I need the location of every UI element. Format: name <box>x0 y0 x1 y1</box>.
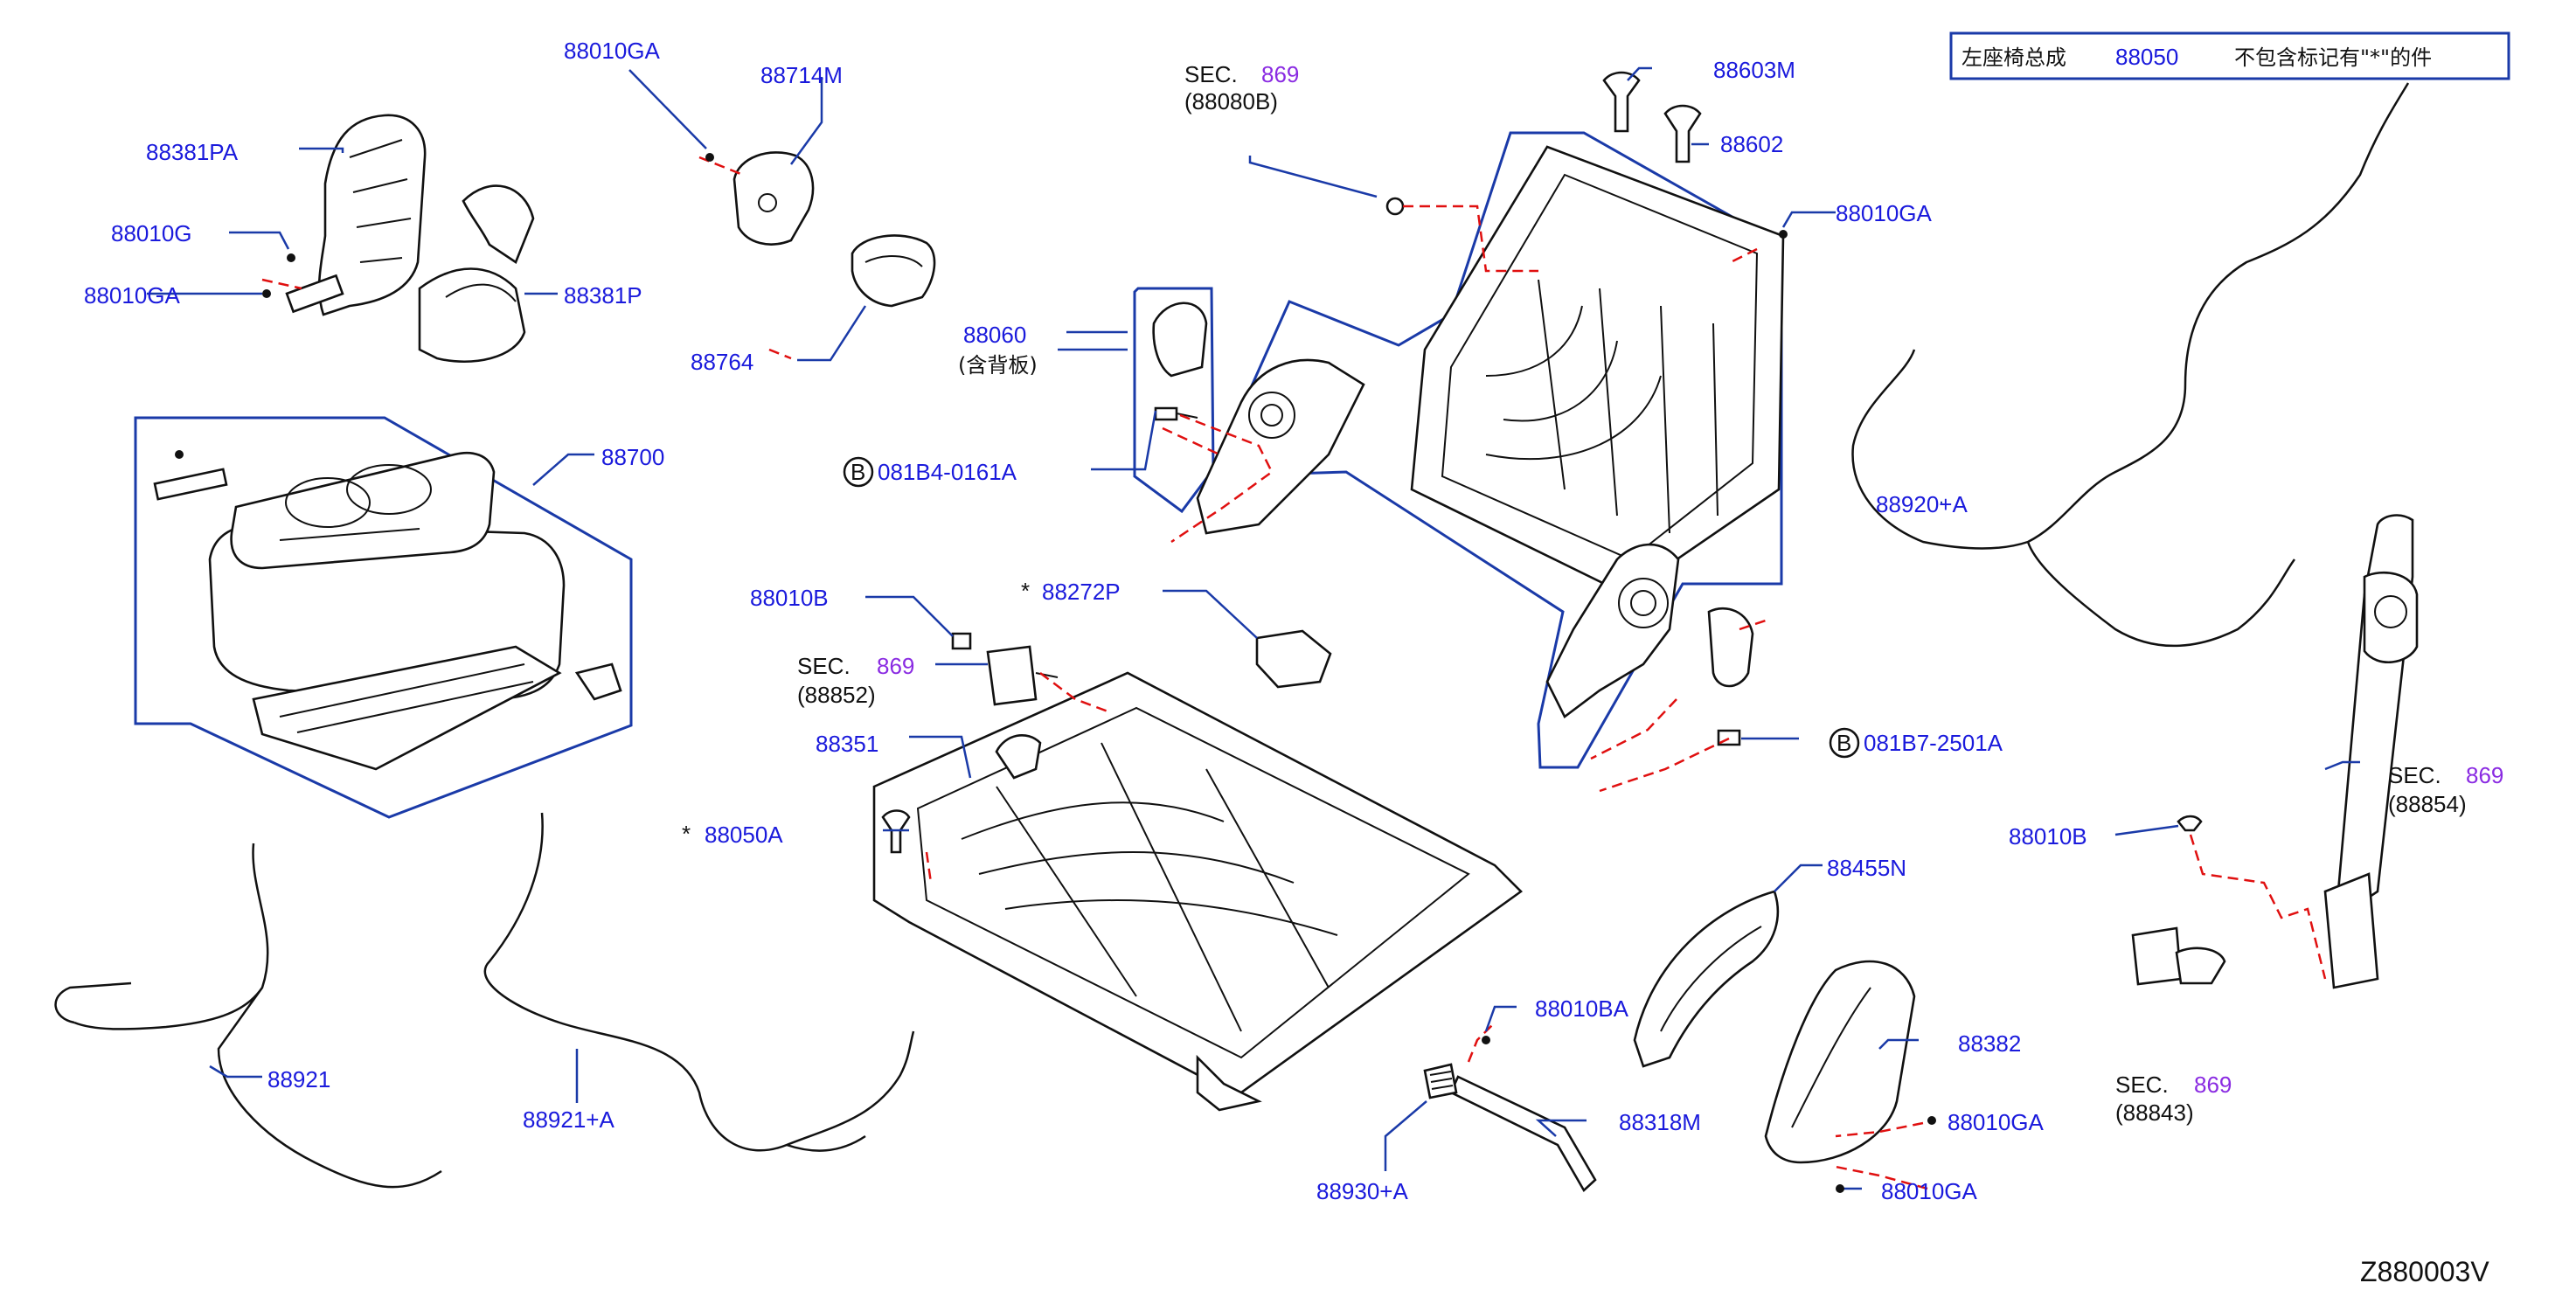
label-sec1-num[interactable]: 869 <box>1261 61 1299 87</box>
leader-lines <box>147 66 2360 1190</box>
asterisk-88272p: * <box>1021 578 1030 604</box>
nut-88080b <box>1385 197 1405 216</box>
side-cover-88381p[interactable] <box>418 184 535 364</box>
label-88010ba[interactable]: 88010BA <box>1535 995 1629 1022</box>
label-88921[interactable]: 88921 <box>267 1066 330 1092</box>
label-88381pa[interactable]: 88381PA <box>146 139 239 165</box>
asterisk-88050a: * <box>682 821 691 847</box>
bolt-88010b-mid[interactable] <box>951 632 972 650</box>
bolt-marker-081b7: B <box>1829 727 1860 759</box>
label-88010ga-right[interactable]: 88010GA <box>1836 200 1933 226</box>
label-88714m[interactable]: 88714M <box>760 62 843 88</box>
bolt-marker-letter-2: B <box>1837 730 1851 756</box>
label-88010ga-top[interactable]: 88010GA <box>564 38 661 64</box>
label-88272p[interactable]: 88272P <box>1042 579 1121 605</box>
legend-assembly-name: 左座椅总成 <box>1962 45 2066 70</box>
label-88455n[interactable]: 88455N <box>1827 855 1906 881</box>
label-88010ga-left[interactable]: 88010GA <box>84 282 181 309</box>
label-081b4-0161a[interactable]: 081B4-0161A <box>878 459 1017 485</box>
label-sec3-ref: (88854) <box>2388 791 2467 817</box>
label-88010g[interactable]: 88010G <box>111 220 192 246</box>
label-88010b-mid[interactable]: 88010B <box>750 585 829 611</box>
rod-88318m[interactable] <box>1449 1075 1597 1193</box>
label-88603m[interactable]: 88603M <box>1713 57 1795 83</box>
buckle-88843[interactable] <box>2131 926 2226 986</box>
label-88764[interactable]: 88764 <box>691 349 753 375</box>
label-88700[interactable]: 88700 <box>601 444 664 470</box>
label-88060[interactable]: 88060 <box>963 322 1026 348</box>
label-88010b-right[interactable]: 88010B <box>2009 823 2087 850</box>
label-sec4-num[interactable]: 869 <box>2194 1072 2232 1098</box>
bracket-88272p[interactable] <box>1255 629 1332 689</box>
label-88930a[interactable]: 88930+A <box>1316 1178 1408 1204</box>
label-88351[interactable]: 88351 <box>816 731 878 757</box>
clip-88764[interactable] <box>851 234 936 308</box>
legend-box: 左座椅总成 88050 不包含标记有"*"的件 <box>1949 31 2510 80</box>
label-88921a[interactable]: 88921+A <box>523 1106 614 1133</box>
diagram-code: Z880003V <box>2360 1256 2489 1287</box>
label-sec4-ref: (88843) <box>2115 1099 2194 1126</box>
label-sec3-num[interactable]: 869 <box>2466 762 2503 788</box>
seatbelt-buckle-88852[interactable] <box>986 645 1059 706</box>
bolt-081b4-0161a[interactable] <box>1154 406 1198 421</box>
bolt-88603m[interactable] <box>1602 71 1641 133</box>
label-88060-note: (含背板) <box>958 353 1038 378</box>
label-sec3: SEC. <box>2388 762 2441 788</box>
label-sec2-num[interactable]: 869 <box>877 653 914 679</box>
label-88318m[interactable]: 88318M <box>1619 1109 1701 1135</box>
cover-88455n[interactable] <box>1633 890 1780 1068</box>
label-sec1-ref: (88080B) <box>1184 88 1278 114</box>
cushion-frame-88351[interactable] <box>872 671 1524 1112</box>
cable-88921a[interactable] <box>483 812 915 1152</box>
seatback-frame-88080b[interactable] <box>1133 131 1785 769</box>
label-88381p[interactable]: 88381P <box>564 282 642 309</box>
label-sec2: SEC. <box>797 653 851 679</box>
label-88050a[interactable]: 88050A <box>705 822 783 848</box>
armrest-assembly-88700[interactable] <box>134 416 633 819</box>
legend-assembly-part[interactable]: 88050 <box>2115 44 2178 70</box>
spring-88930a[interactable] <box>1423 1063 1458 1099</box>
label-sec4: SEC. <box>2115 1072 2169 1098</box>
legend-note: 不包含标记有"*"的件 <box>2234 45 2432 70</box>
label-081b7-2501a[interactable]: 081B7-2501A <box>1864 730 2003 756</box>
label-88602[interactable]: 88602 <box>1720 131 1783 157</box>
label-sec1: SEC. <box>1184 61 1238 87</box>
fastener-dots <box>175 153 1936 1193</box>
bolt-marker-081b4: B <box>843 456 874 488</box>
side-cover-88381pa[interactable] <box>285 114 427 316</box>
label-88010ga-b2[interactable]: 88010GA <box>1881 1178 1978 1204</box>
bolt-88602[interactable] <box>1663 104 1702 163</box>
label-88920a[interactable]: 88920+A <box>1876 491 1968 517</box>
bolt-marker-letter: B <box>851 459 865 485</box>
seatbelt-88854[interactable] <box>2323 514 2419 989</box>
bolt-88010b-right[interactable] <box>2177 815 2203 832</box>
cable-88920a[interactable] <box>1851 82 2410 648</box>
label-sec2-ref: (88852) <box>797 682 876 708</box>
dashed-links <box>261 156 2327 1190</box>
label-88382[interactable]: 88382 <box>1958 1030 2021 1057</box>
cover-88382[interactable] <box>1764 960 1916 1164</box>
cable-88921[interactable] <box>54 843 442 1189</box>
label-88010ga-b1[interactable]: 88010GA <box>1948 1109 2045 1135</box>
bracket-88714m[interactable] <box>733 151 815 246</box>
